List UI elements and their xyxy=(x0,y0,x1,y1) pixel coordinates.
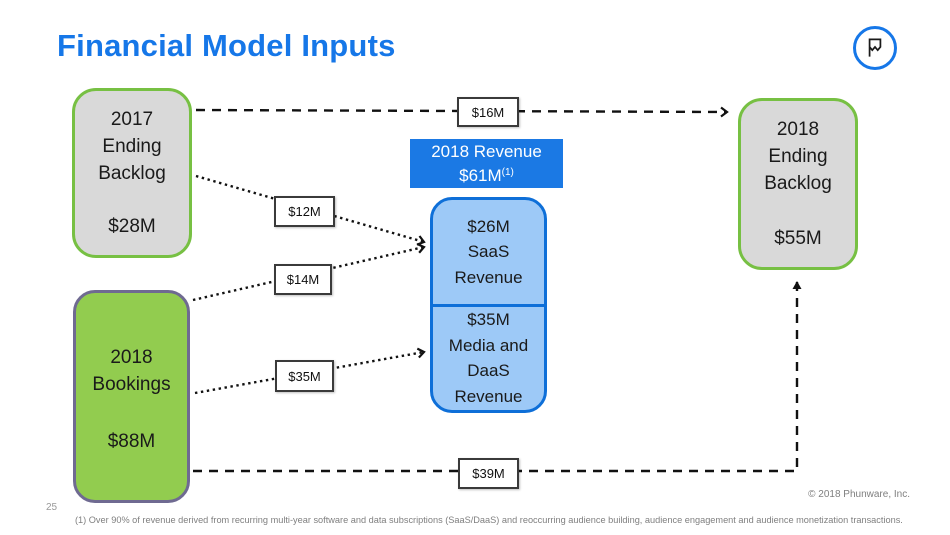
node-2018-bookings: 2018 Bookings $88M xyxy=(73,290,190,503)
flow-label-12m: $12M xyxy=(274,196,335,227)
node-2018-revenue-split: $26M SaaS Revenue $35M Media and DaaS Re… xyxy=(430,197,547,413)
phunware-logo-icon xyxy=(853,26,897,70)
node-value: $28M xyxy=(108,216,156,238)
pw-monogram-icon xyxy=(868,38,882,57)
copyright-text: © 2018 Phunware, Inc. xyxy=(808,489,910,500)
cell-saas-revenue: $26M SaaS Revenue xyxy=(433,200,544,307)
node-2018-ending-backlog: 2018 Ending Backlog $55M xyxy=(738,98,858,270)
footnote-ref: (1) xyxy=(501,166,514,178)
page-number: 25 xyxy=(46,502,58,513)
flow-label-16m: $16M xyxy=(457,97,519,127)
node-label: 2018 Bookings xyxy=(92,347,171,395)
node-value: $55M xyxy=(774,228,822,250)
flow-label-39m: $39M xyxy=(458,458,519,489)
flow-label-35m: $35M xyxy=(275,360,334,392)
page-title: Financial Model Inputs xyxy=(57,28,396,63)
node-value: $88M xyxy=(107,431,156,453)
revenue-header-box: 2018 Revenue $61M(1) xyxy=(410,139,563,188)
footnote-text: (1) Over 90% of revenue derived from rec… xyxy=(75,515,903,525)
revenue-header-value: $61M(1) xyxy=(459,165,514,185)
cell-media-daas-revenue: $35M Media and DaaS Revenue xyxy=(448,310,529,406)
node-2017-ending-backlog: 2017 Ending Backlog $28M xyxy=(72,88,192,258)
node-label: 2017 Ending Backlog xyxy=(98,109,166,184)
flow-label-14m: $14M xyxy=(274,264,332,295)
revenue-header-label: 2018 Revenue xyxy=(431,141,542,161)
node-label: 2018 Ending Backlog xyxy=(764,119,832,194)
